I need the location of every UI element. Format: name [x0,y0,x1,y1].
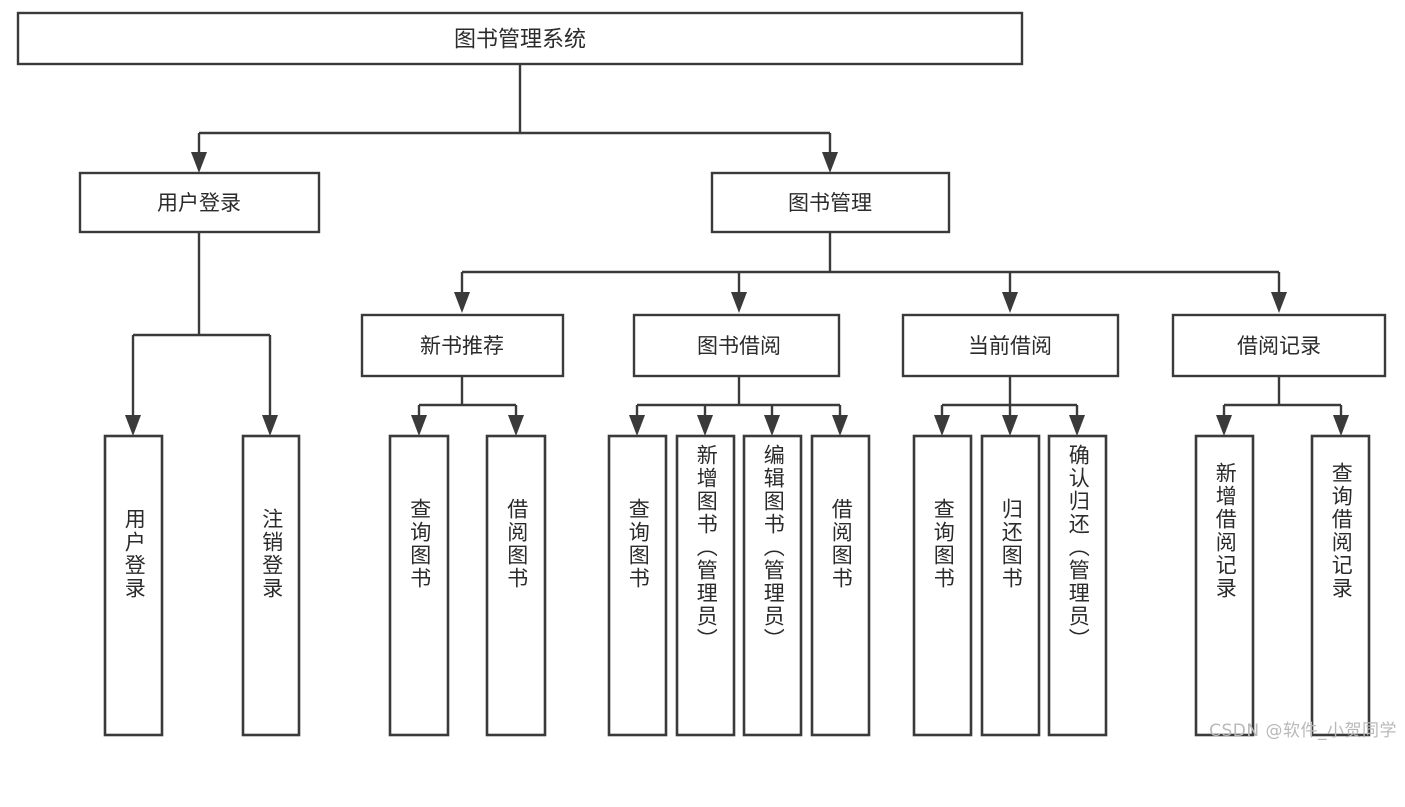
node-current-borrow-label: 当前借阅 [968,334,1052,358]
leaf-box-borrow-book-3[interactable] [742,434,803,737]
node-new-book-box[interactable] [360,313,565,378]
watermark-text: CSDN @软件_小贺同学 [1209,721,1397,741]
arrow-head-current-borrow-leaf-3 [1069,415,1085,436]
leaf-box-current-borrow-3[interactable] [1047,434,1108,737]
arrow-head-borrow-record-leaf-1 [1216,415,1232,436]
leaf-box-borrow-book-4[interactable] [810,434,871,737]
arrow-head-new-book-leaf-2 [508,415,524,436]
node-root-label: 图书管理系统 [454,28,586,53]
node-root-box[interactable] [16,11,1024,66]
node-current-borrow[interactable]: 当前借阅 [901,313,1120,378]
node-user-login[interactable]: 用户登录 [78,171,321,234]
leaf-box-borrow-book-1[interactable] [607,434,668,737]
connector-group-current-borrow [934,377,1085,436]
arrow-head-user-login [191,152,207,173]
node-borrow-book-box[interactable] [632,313,841,378]
leaf-box-borrow-book-2[interactable] [675,434,736,737]
node-borrow-record[interactable]: 借阅记录 [1171,313,1387,378]
connector-group-root [191,64,838,173]
leaf-box-current-borrow-2[interactable] [980,434,1041,737]
arrow-head-borrow-book-leaf-2 [697,415,713,436]
leaf-box-borrow-record-2[interactable] [1310,434,1371,737]
node-borrow-record-label: 借阅记录 [1237,334,1321,358]
leaf-box-current-borrow-1[interactable] [912,434,973,737]
node-new-book-label: 新书推荐 [420,334,504,358]
tree-diagram-svg: 图书管理系统 用户登录 图书管理 新书推荐 图书借阅 当前借阅 借阅记录 [16,11,1387,737]
leaf-box-new-book-1[interactable] [388,434,450,737]
connector-group-new-book [411,377,524,436]
connector-group-borrow-book [629,377,848,436]
node-book-manage-label: 图书管理 [788,191,872,215]
arrow-head-current-borrow [1002,292,1018,313]
arrow-head-new-book-leaf-1 [411,415,427,436]
arrow-head-user-login-leaf-1 [125,415,141,436]
node-current-borrow-box[interactable] [901,313,1120,378]
leaf-box-borrow-record-1[interactable] [1194,434,1255,737]
arrow-head-borrow-record [1271,292,1287,313]
node-borrow-book-label: 图书借阅 [697,334,781,358]
node-book-manage-box[interactable] [710,171,951,234]
arrow-head-borrow-book-leaf-1 [629,415,645,436]
leaf-box-user-login-2[interactable] [241,434,301,737]
leaf-box-new-book-2[interactable] [485,434,547,737]
arrow-head-book-manage [822,152,838,173]
node-root[interactable]: 图书管理系统 [16,11,1024,66]
arrow-head-current-borrow-leaf-1 [934,415,950,436]
node-borrow-book[interactable]: 图书借阅 [632,313,841,378]
node-borrow-record-box[interactable] [1171,313,1387,378]
arrow-head-new-book [454,292,470,313]
connector-group-borrow-record [1216,377,1349,436]
diagram-canvas: 图书管理系统 用户登录 图书管理 新书推荐 图书借阅 当前借阅 借阅记录 [16,11,1397,741]
node-user-login-label: 用户登录 [157,191,241,215]
node-new-book[interactable]: 新书推荐 [360,313,565,378]
connector-group-book-manage [454,232,1287,313]
arrow-head-borrow-book-leaf-3 [764,415,780,436]
arrow-head-borrow-book-leaf-4 [832,415,848,436]
node-user-login-box[interactable] [78,171,321,234]
arrow-head-borrow-book [731,292,747,313]
arrow-head-user-login-leaf-2 [262,415,278,436]
leaf-box-user-login-1[interactable] [103,434,164,737]
arrow-head-borrow-record-leaf-2 [1333,415,1349,436]
arrow-head-current-borrow-leaf-2 [1002,415,1018,436]
connector-group-user-login [125,232,278,436]
node-book-manage[interactable]: 图书管理 [710,171,951,234]
